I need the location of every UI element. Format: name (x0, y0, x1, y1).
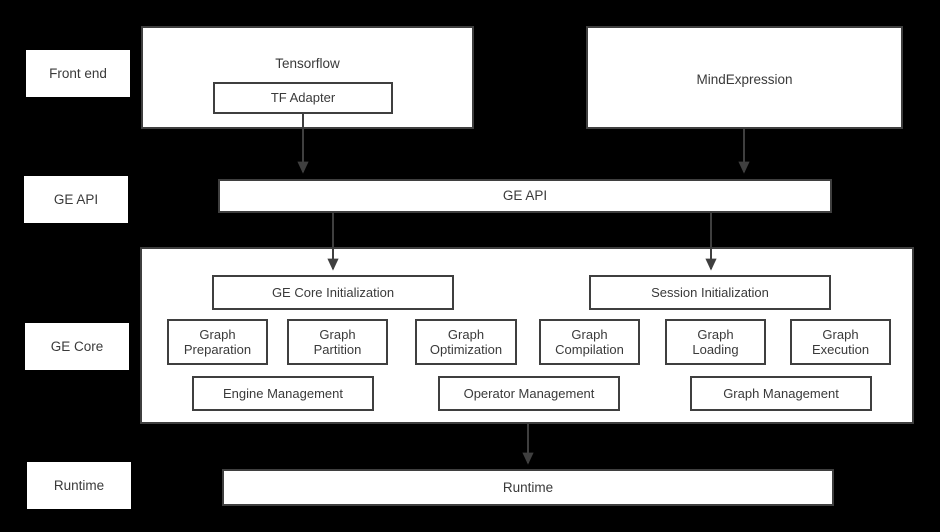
box-engine-management: Engine Management (192, 376, 374, 411)
bar-ge-api: GE API (218, 179, 832, 213)
panel-title-mindexpression: MindExpression (696, 72, 793, 87)
box-graph-compilation: Graph Compilation (539, 319, 640, 365)
panel-mindexpression: MindExpression (586, 26, 903, 129)
panel-title-tensorflow: Tensorflow (275, 56, 340, 71)
tier-label-front-end: Front end (26, 50, 130, 97)
box-ge-core-initialization: GE Core Initialization (212, 275, 454, 310)
box-graph-loading: Graph Loading (665, 319, 766, 365)
tier-label-ge-api: GE API (24, 176, 128, 223)
box-graph-execution: Graph Execution (790, 319, 891, 365)
box-graph-optimization: Graph Optimization (415, 319, 517, 365)
box-graph-partition: Graph Partition (287, 319, 388, 365)
box-session-initialization: Session Initialization (589, 275, 831, 310)
tier-label-runtime: Runtime (27, 462, 131, 509)
box-tf-adapter: TF Adapter (213, 82, 393, 114)
box-operator-management: Operator Management (438, 376, 620, 411)
box-graph-management: Graph Management (690, 376, 872, 411)
tier-label-ge-core: GE Core (25, 323, 129, 370)
bar-runtime: Runtime (222, 469, 834, 506)
box-graph-preparation: Graph Preparation (167, 319, 268, 365)
